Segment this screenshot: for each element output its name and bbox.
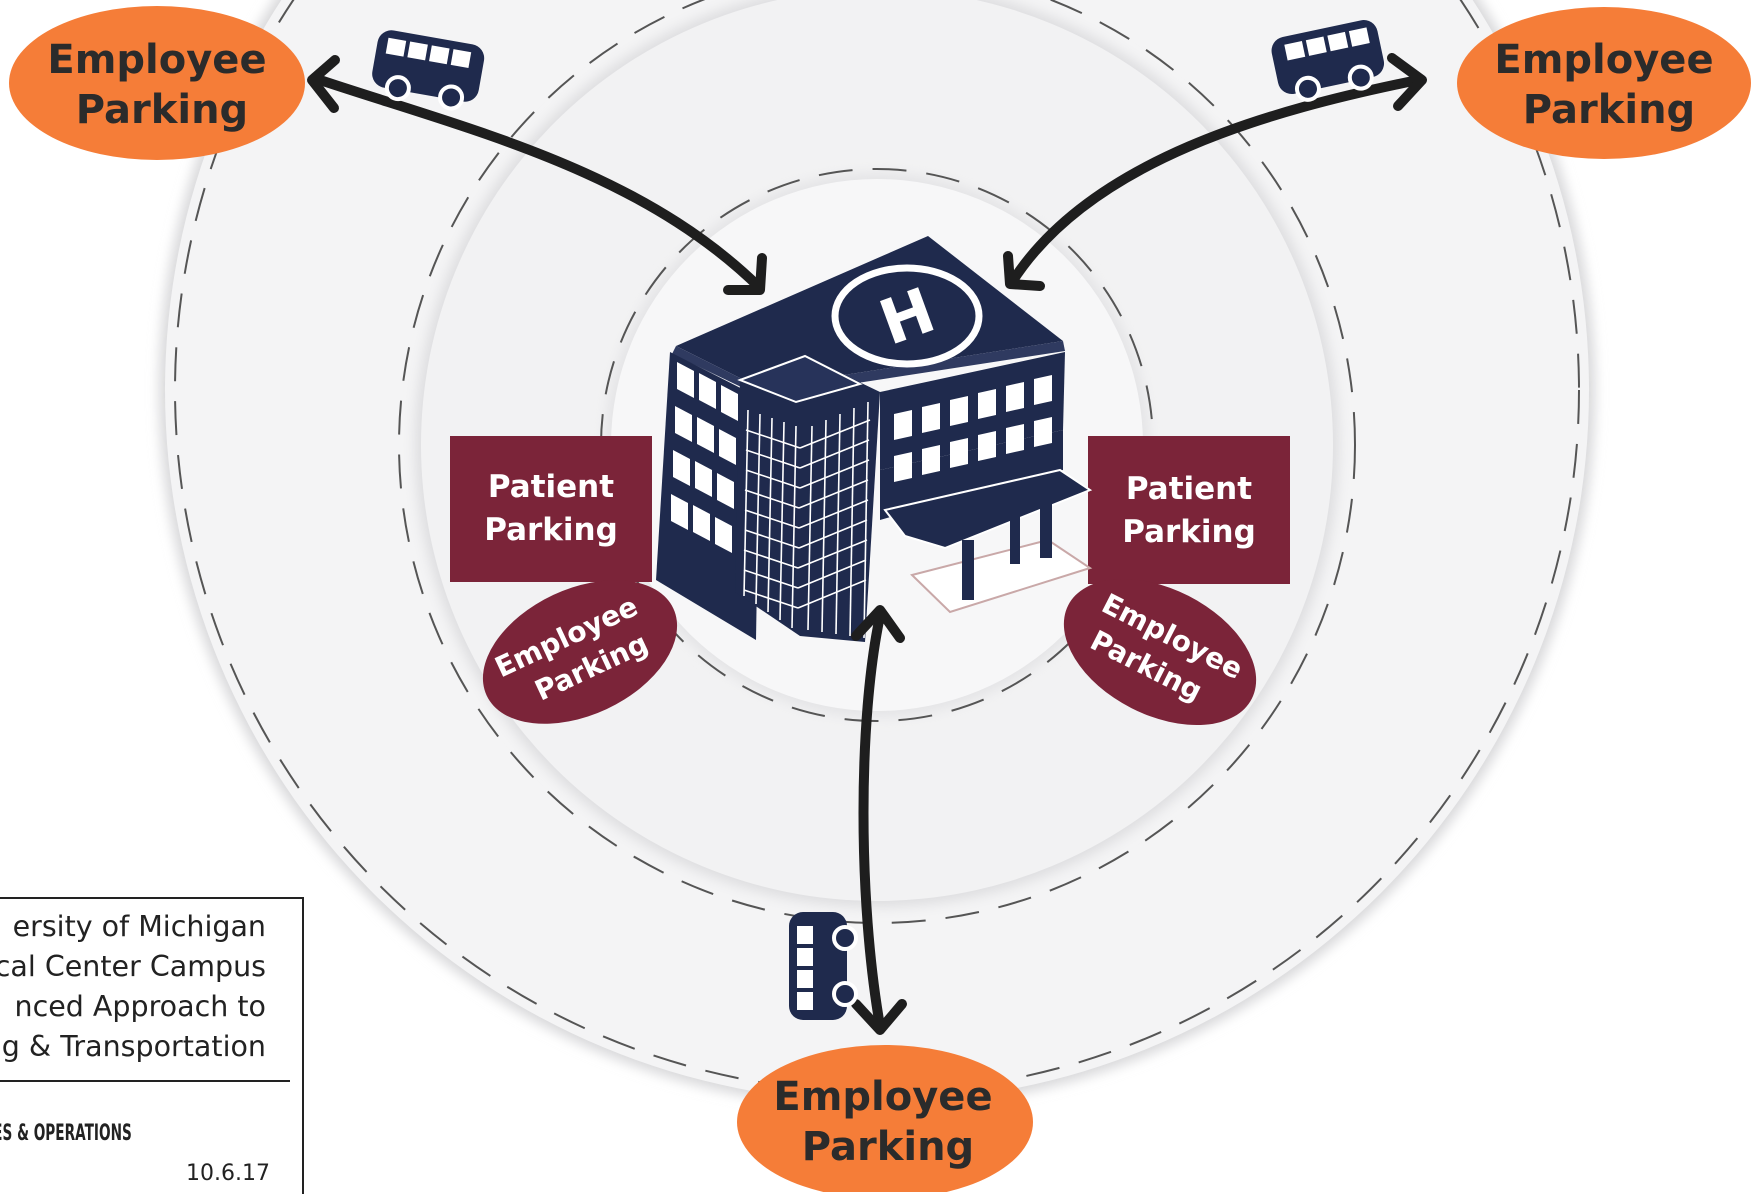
bus-icon-top-left <box>372 30 485 111</box>
arrow-bottom-path <box>858 611 885 1031</box>
employee-parking-inner-right: Employee Parking <box>1063 578 1257 726</box>
arrow-bottom-head-b <box>851 999 907 1035</box>
arrow-top-left-head-a <box>307 55 340 113</box>
title-line-1: ersity of Michigan <box>12 910 266 943</box>
employee-parking-top-left: Employee Parking <box>9 6 305 160</box>
connection-arrows <box>307 53 1427 1035</box>
employee-parking-top-right: Employee Parking <box>1457 7 1751 159</box>
bus-icon-bottom <box>789 912 858 1020</box>
title-block-department: TIES & OPERATIONS <box>0 1121 132 1146</box>
building-right-face <box>880 352 1065 470</box>
title-block-rule <box>0 1080 290 1082</box>
left-face-windows <box>671 362 738 553</box>
patient-parking-left: Patient Parking <box>450 436 652 582</box>
arrow-top-right-path <box>1007 75 1423 287</box>
right-face-windows <box>894 375 1052 482</box>
patient-parking-right: Patient Parking <box>1088 436 1290 584</box>
employee-parking-top-left-line2: Parking <box>76 87 248 133</box>
title-block-text: ersity of Michigan cal Center Campus nce… <box>0 907 266 1067</box>
employee-parking-top-right-line1: Employee <box>1494 37 1713 83</box>
arrow-top-left-path <box>315 75 765 293</box>
employee-parking-bottom-line1: Employee <box>773 1074 992 1120</box>
middle-zone-dashed-border <box>398 0 1356 924</box>
arrow-top-right-head-b <box>1003 251 1045 291</box>
title-block-date: 10.6.17 <box>186 1161 270 1186</box>
patient-parking-right-line2: Parking <box>1122 514 1256 550</box>
arrow-top-left-head-b <box>723 253 767 295</box>
helipad: H <box>831 264 983 368</box>
employee-parking-bottom: Employee Parking <box>737 1045 1033 1192</box>
title-block: ersity of Michigan cal Center Campus nce… <box>0 897 304 1194</box>
arrow-bottom-head-a <box>851 605 905 643</box>
entrance-canopy <box>883 468 1093 614</box>
zone-rings <box>159 0 1595 1108</box>
patient-parking-left-line2: Parking <box>484 512 618 548</box>
title-line-2: cal Center Campus <box>0 950 266 983</box>
title-line-4: ng & Transportation <box>0 1030 266 1063</box>
employee-parking-top-right-line2: Parking <box>1523 87 1695 133</box>
patient-parking-left-line1: Patient <box>488 469 614 505</box>
bus-icon-top-right <box>1271 20 1385 102</box>
arrow-top-right-head-a <box>1387 53 1427 111</box>
employee-parking-bottom-line2: Parking <box>802 1124 974 1170</box>
tower-grid <box>743 401 871 639</box>
employee-parking-top-left-line1: Employee <box>47 37 266 83</box>
hospital-building: H <box>656 236 1093 642</box>
patient-parking-right-line1: Patient <box>1126 471 1252 507</box>
title-line-3: nced Approach to <box>14 990 267 1023</box>
